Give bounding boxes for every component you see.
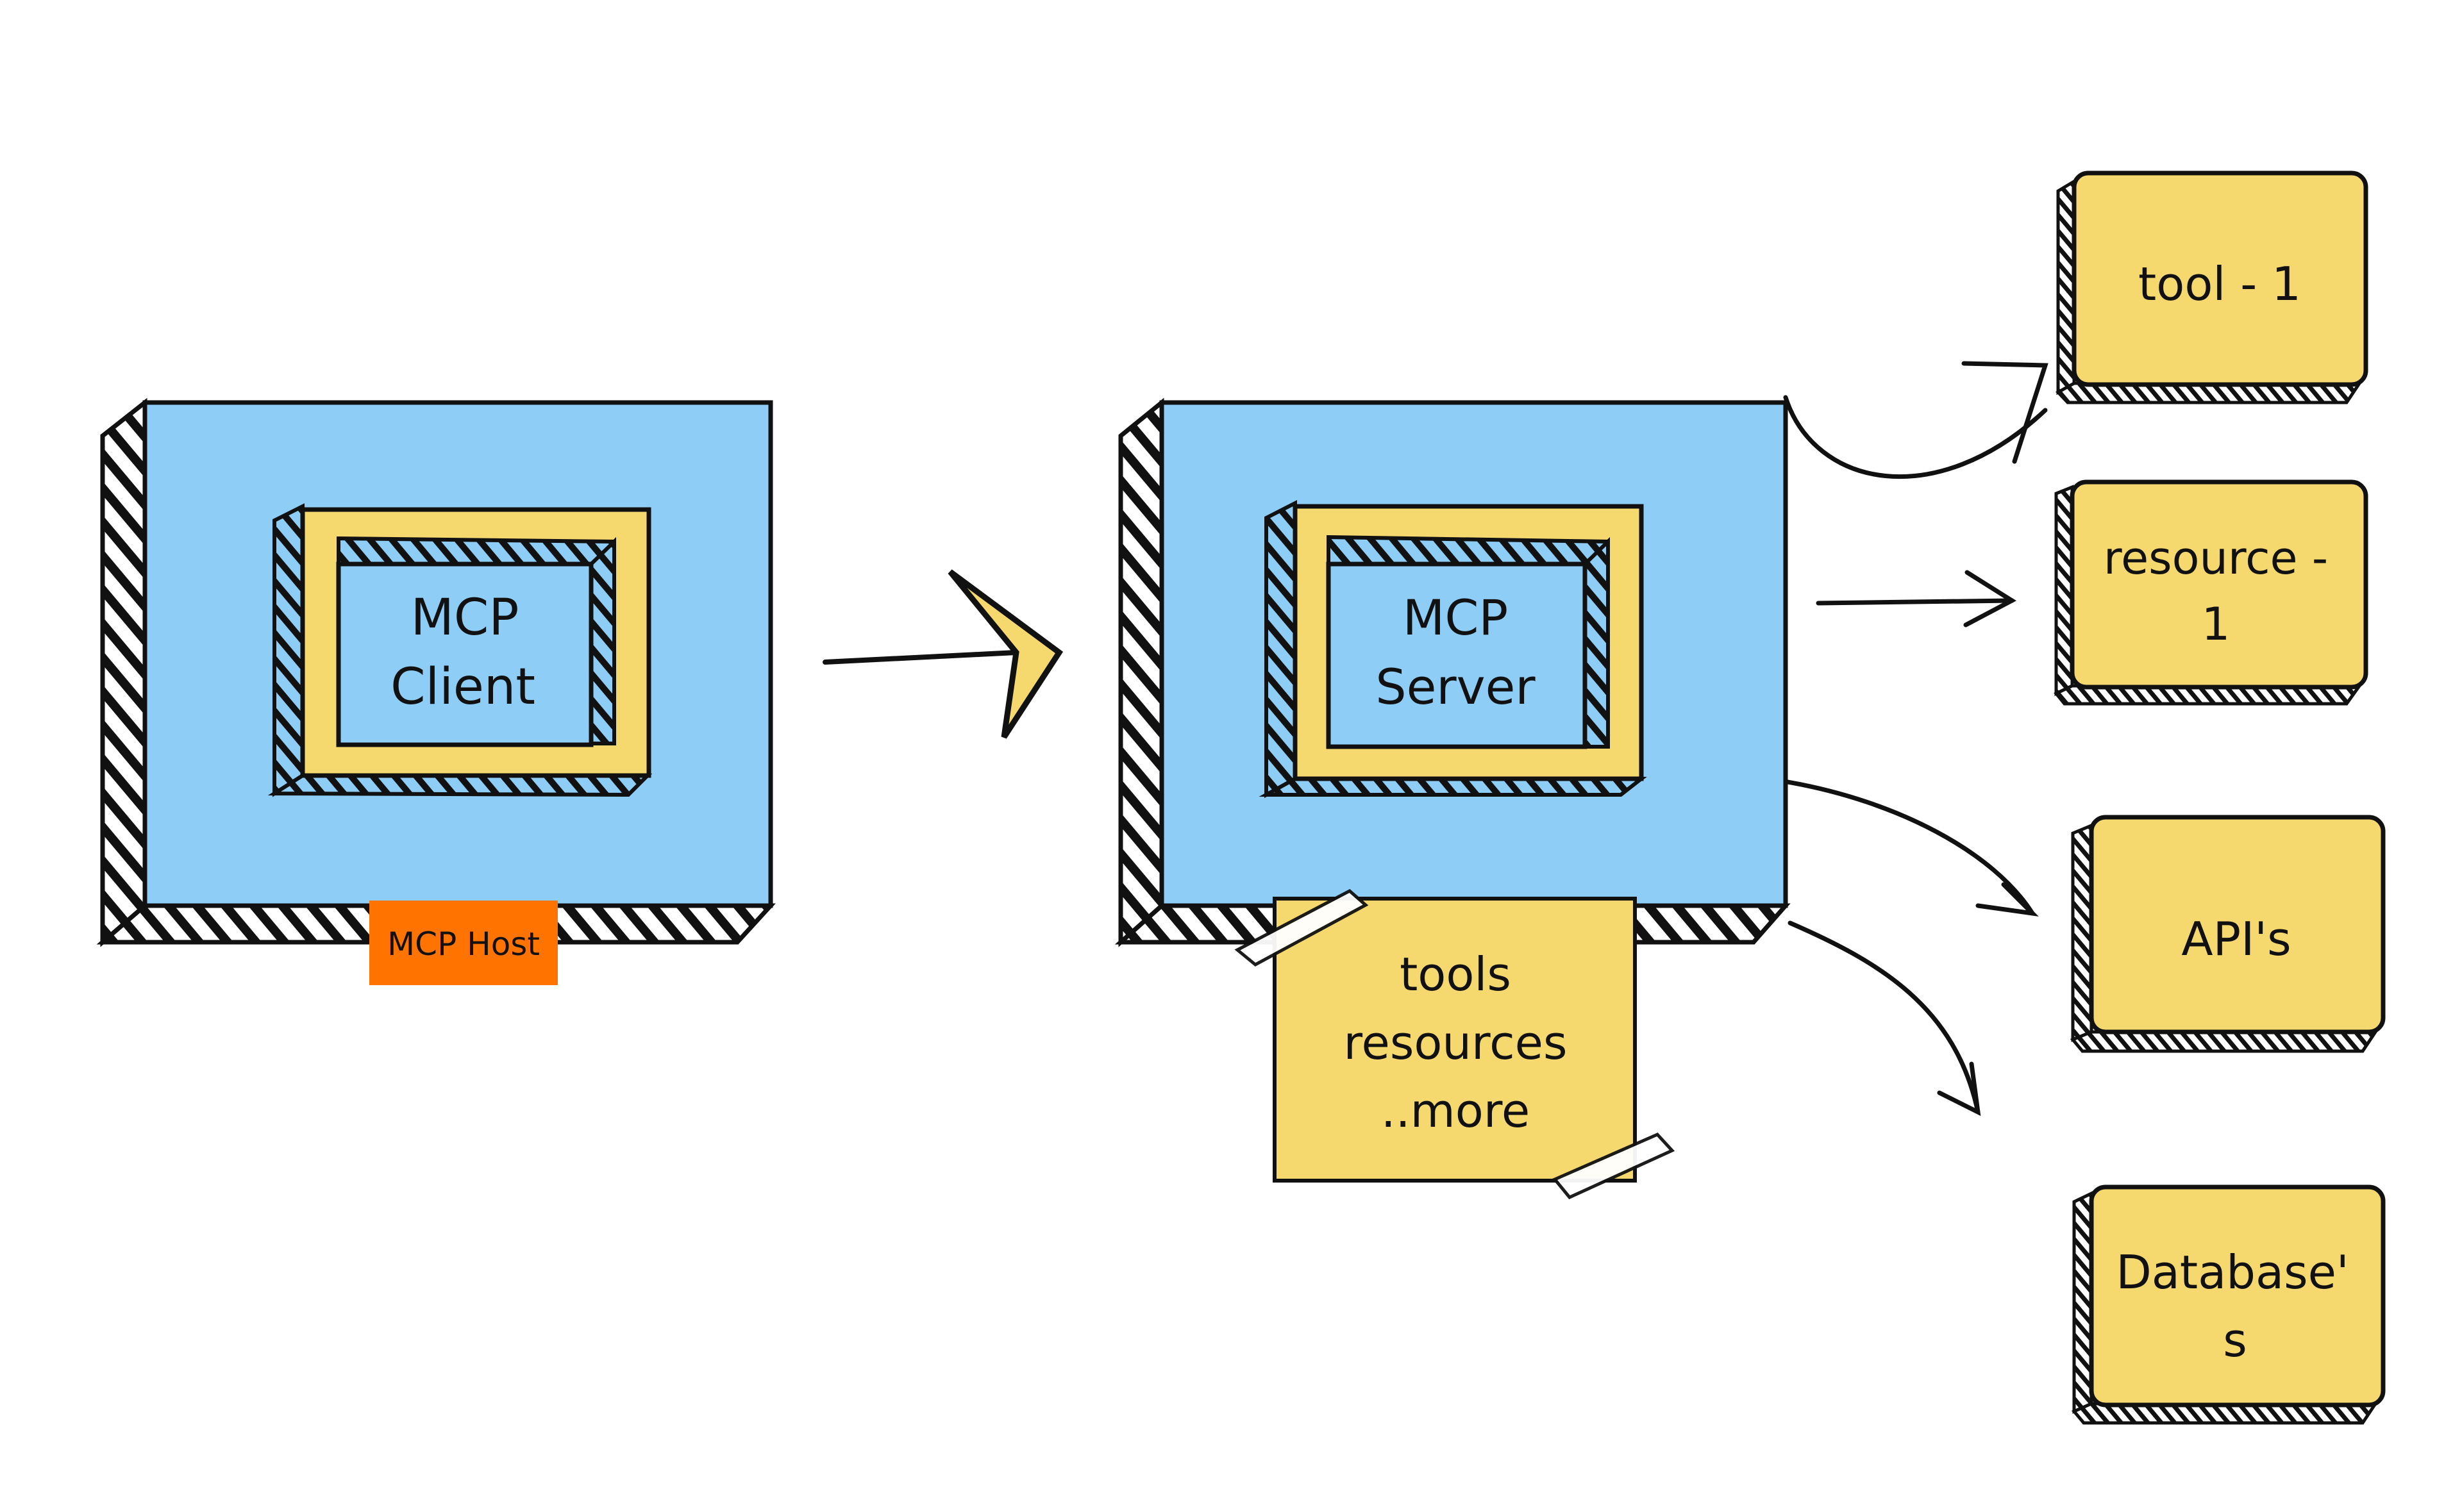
server-label-line1: MCP (1403, 589, 1508, 646)
arrow-to-api-head-icon (1975, 882, 2039, 917)
arrow-to-api (1785, 779, 2035, 916)
target-tool-box: tool - 1 (2055, 170, 2368, 404)
resource-box-side-hatch (2054, 485, 2074, 696)
target-api-box: API's (2070, 815, 2386, 1053)
client-screen (336, 561, 594, 747)
arrow-head-icon (948, 569, 1064, 739)
client-inner-top-hatch (337, 536, 616, 566)
resource-box-label-line2: 1 (2202, 598, 2231, 651)
database-box-label-line1: Database' (2116, 1245, 2349, 1299)
tool-box-face (2072, 170, 2368, 387)
arrow-to-database (1788, 920, 1980, 1115)
server-outer-bottom-hatch (1259, 777, 1647, 797)
tape-bottom-right (1552, 1132, 1675, 1200)
sticky-note-line3: ..more (1381, 1084, 1530, 1138)
tool-box-label: tool - 1 (2138, 257, 2301, 311)
resource-box-label-line1: resource - (2104, 532, 2328, 585)
host-label-badge (369, 901, 558, 985)
api-box-side-hatch (2071, 823, 2093, 1042)
server-screen (1326, 561, 1587, 749)
client-label-line2: Client (390, 658, 535, 716)
server-inner-top-hatch (1327, 535, 1610, 566)
mcp-client-box: MCP Client (267, 503, 653, 797)
server-label-line2: Server (1375, 658, 1536, 715)
client-outer-hatch (272, 503, 305, 797)
arrow-to-resource (1816, 598, 2014, 606)
database-box-face (2089, 1184, 2386, 1408)
api-box-face (2089, 815, 2386, 1034)
server-outgoing-arrows (1783, 361, 2048, 1117)
resource-box-face (2070, 479, 2368, 690)
target-resource-box: resource - 1 (2054, 479, 2368, 706)
client-label-line1: MCP (411, 589, 519, 647)
host-side-hatch (100, 397, 147, 947)
arrow-shaft (823, 650, 1019, 665)
resource-box-bottom-hatch (2054, 684, 2363, 706)
database-box-bottom-hatch (2071, 1402, 2379, 1425)
host-to-server-arrow (823, 569, 1064, 739)
api-box-bottom-hatch (2070, 1030, 2379, 1053)
sticky-note-line1: tools (1400, 947, 1511, 1001)
database-box-side-hatch (2072, 1191, 2093, 1414)
host-label: MCP Host (387, 926, 540, 963)
arrow-to-tool-head-icon (1961, 361, 2048, 464)
arrow-to-database-head-icon (1937, 1061, 1981, 1117)
sticky-note-line2: resources (1344, 1016, 1568, 1070)
mcp-host-box: MCP Client MCP Host (96, 397, 776, 985)
tool-box-bottom-hatch (2055, 381, 2363, 404)
client-outer-bottom-hatch (267, 774, 653, 797)
arrow-to-resource-head-icon (1963, 570, 2016, 627)
server-inner-right-hatch (1583, 536, 1610, 749)
database-box-label-line2: s (2223, 1313, 2247, 1367)
arrow-to-tool (1783, 395, 2048, 479)
capabilities-sticky-note: tools resources ..more (1234, 888, 1675, 1200)
server-outer-hatch (1264, 500, 1297, 799)
server-side-hatch (1118, 397, 1164, 947)
api-box-label: API's (2181, 912, 2291, 966)
tool-box-side-hatch (2056, 178, 2076, 395)
tape-top-left (1234, 888, 1369, 967)
mcp-server-box: MCP Server tools resources ..more (1114, 397, 1791, 1200)
sticky-note-paper (1273, 897, 1637, 1183)
target-database-box: Database' s (2071, 1184, 2386, 1425)
server-inner-box: MCP Server (1259, 500, 1647, 799)
client-inner-right-hatch (589, 536, 616, 745)
